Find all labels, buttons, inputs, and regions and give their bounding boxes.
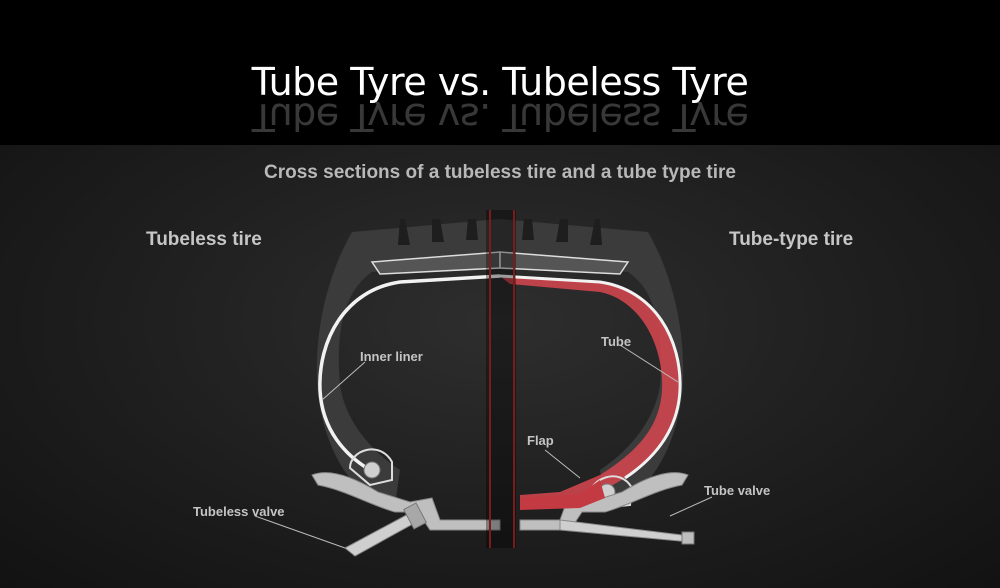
tubeless-valve-nut — [402, 502, 428, 530]
callout-tube-valve: Tube valve — [704, 483, 771, 498]
bead-left — [363, 461, 381, 479]
tire-body-left — [316, 219, 500, 505]
tire-body-right — [500, 219, 684, 505]
bead-left-wrap — [348, 448, 393, 487]
tube-shape — [500, 276, 681, 508]
tube-valve-stem — [559, 519, 691, 543]
belt-right — [499, 251, 630, 275]
header-band — [0, 0, 1000, 145]
page-title: Tube Tyre vs. Tubeless Tyre — [251, 60, 749, 104]
rim-right — [519, 472, 689, 531]
tube-outline — [499, 274, 682, 480]
tube-type-tire-label: Tube-type tire — [729, 229, 854, 250]
tread-grooves — [398, 219, 602, 245]
diagram-panel — [0, 145, 1000, 588]
callout-tube: Tube — [601, 334, 632, 349]
tube-valve-cap — [681, 531, 695, 545]
tubeless-tire-label: Tubeless tire — [146, 229, 262, 250]
callout-tubeless-valve: Tubeless valve — [193, 504, 285, 519]
leader-lines — [254, 344, 713, 549]
callout-flap: Flap — [527, 433, 554, 448]
rim-left — [311, 472, 501, 531]
callout-inner-liner: Inner liner — [360, 349, 423, 364]
inner-liner-line — [318, 274, 501, 472]
flap-shape — [520, 480, 605, 510]
diagram-subtitle: Cross sections of a tubeless tire and a … — [264, 162, 736, 183]
